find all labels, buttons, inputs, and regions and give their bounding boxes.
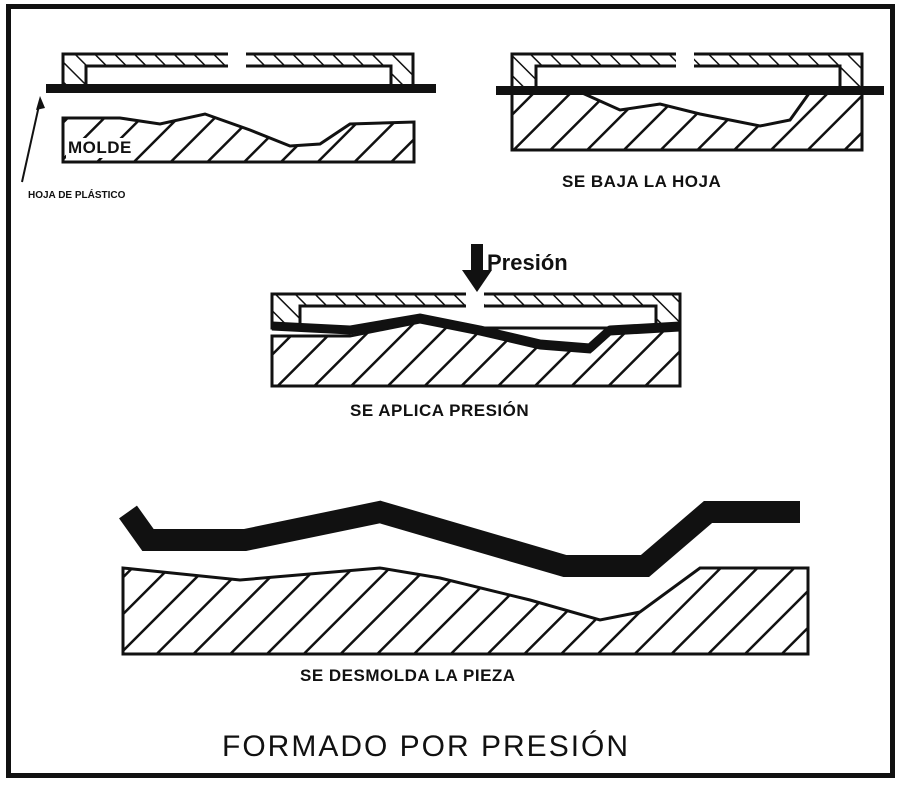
mold (121, 566, 810, 656)
panel-initial-setup (21, 50, 436, 183)
step-lower-sheet-caption: SE BAJA LA HOJA (562, 172, 722, 191)
pressure-label: Presión (487, 250, 568, 275)
upper-chamber (510, 50, 864, 90)
plastic-sheet-pointer (21, 100, 41, 183)
plastic-sheet-label: HOJA DE PLÁSTICO (28, 190, 126, 201)
step-demold-caption: SE DESMOLDA LA PIEZA (300, 666, 516, 685)
formed-sheet (271, 313, 681, 353)
mold (510, 90, 864, 152)
plastic-sheet (496, 86, 884, 95)
mold (61, 112, 416, 164)
upper-chamber (61, 50, 415, 88)
mold-label: MOLDE (66, 138, 134, 158)
diagram-title: FORMADO POR PRESIÓN (222, 730, 631, 763)
step-apply-pressure-caption: SE APLICA PRESIÓN (350, 401, 530, 420)
panel-pressure-applied (270, 244, 682, 388)
formed-part (119, 500, 800, 577)
panel-sheet-lowered (496, 50, 884, 152)
upper-chamber (270, 290, 682, 330)
plastic-sheet (46, 84, 436, 93)
panel-part-demolded (119, 500, 810, 656)
pressure-arrow-icon (462, 244, 492, 292)
